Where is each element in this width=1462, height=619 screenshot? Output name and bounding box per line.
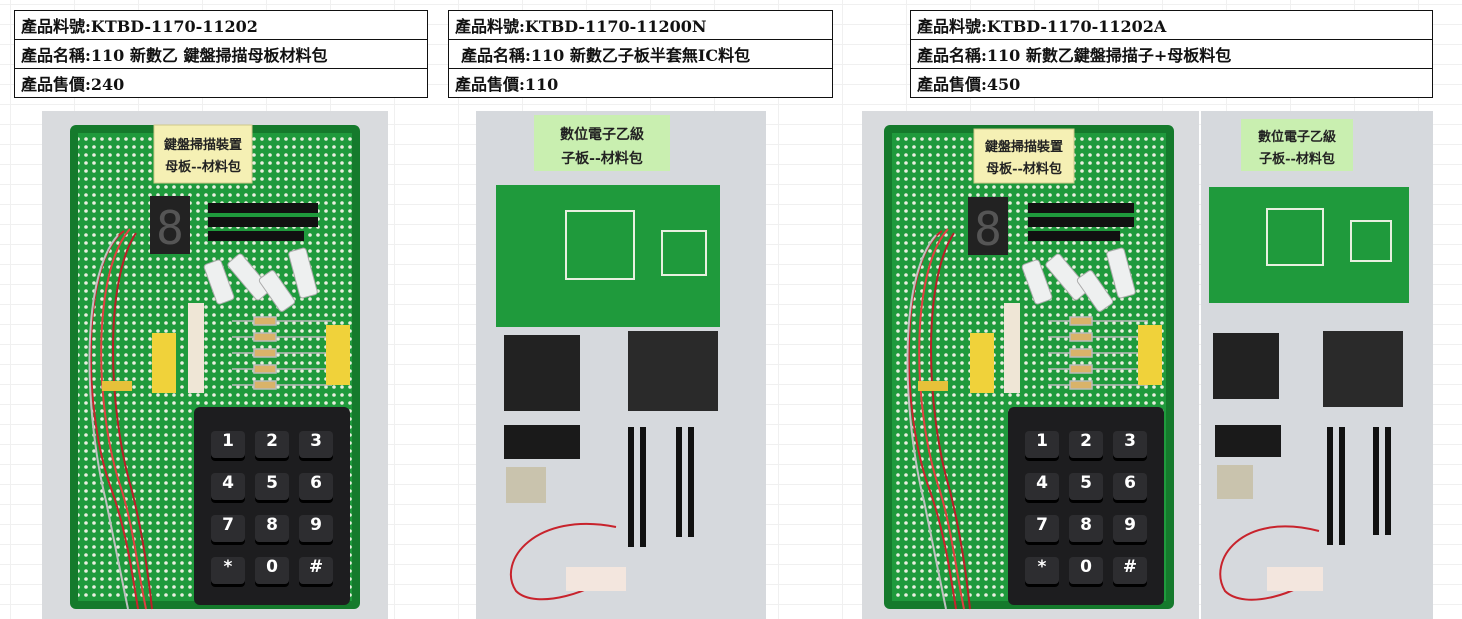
product-1-keypad-key: 8 [255,515,289,545]
product-1-keypad-key: 2 [255,431,289,461]
board-tag-line1: 鍵盤掃描裝置 [164,137,242,153]
product-3-code: 產品料號:KTBD-1170-11202A [910,10,1433,40]
resistors [232,316,332,390]
board-tag-line2: 母板--材料包 [165,159,241,175]
product-1-keypad-key: 5 [255,473,289,503]
sub-tag-line1: 數位電子乙級 [560,126,644,143]
board-tag-3-line1: 鍵盤掃描裝置 [985,139,1063,155]
product-1-keypad-key: * [211,557,245,587]
product-3-keypad-key: 2 [1069,431,1103,461]
pin-headers [628,427,694,547]
sub-tag-3-line2: 子板--材料包 [1259,151,1335,167]
product-2-price: 產品售價:110 [448,68,833,98]
product-1-keypad-key: # [299,557,333,587]
product-1-name: 產品名稱:110 新數乙 鍵盤掃描母板材料包 [14,39,428,69]
sub-tag-3 [1241,119,1353,171]
product-1-keypad-key: 4 [211,473,245,503]
ribbon-connector [504,425,580,459]
svg-text:8: 8 [974,202,1002,256]
product-3-keypad-key: 1 [1025,431,1059,461]
product-3-keypad-key: 3 [1113,431,1147,461]
sub-tag [534,115,670,171]
board-tag [153,124,253,184]
product-1-keypad-key: 3 [299,431,333,461]
sub-tag-line2: 子板--材料包 [561,150,643,167]
product-1-keypad-key: 6 [299,473,333,503]
product-1-keypad-key: 1 [211,431,245,461]
product-3-keypad-key: 8 [1069,515,1103,545]
board-tag-3 [973,128,1075,184]
product-1-code: 產品料號:KTBD-1170-11202 [14,10,428,40]
product-1-keypad-key: 0 [255,557,289,587]
svg-text:8: 8 [156,201,184,255]
pin-header [208,203,318,213]
oscillator [506,467,546,503]
product-3-keypad-key: # [1113,557,1147,587]
product-3-name: 產品名稱:110 新數乙鍵盤掃描子+母板料包 [910,39,1433,69]
sub-tag-3-line1: 數位電子乙級 [1258,129,1336,145]
product-1-price: 產品售價:240 [14,68,428,98]
product-3-keypad-key: 5 [1069,473,1103,503]
plcc-socket [504,335,580,411]
product-3-keypad-key: 7 [1025,515,1059,545]
product-2-code: 產品料號:KTBD-1170-11200N [448,10,833,40]
product-3-keypad-key: 9 [1113,515,1147,545]
product-3-info-table: 產品料號:KTBD-1170-11202A 產品名稱:110 新數乙鍵盤掃描子+… [910,10,1433,98]
product-3-keypad-key: * [1025,557,1059,587]
product-3-keypad-key: 6 [1113,473,1147,503]
product-1-photo: 鍵盤掃描裝置 母板--材料包 8 [42,111,388,619]
product-3-keypad-key: 0 [1069,557,1103,587]
product-2-info-table: 產品料號:KTBD-1170-11200N 產品名稱:110 新數乙子板半套無I… [448,10,833,98]
wire-bundle [88,228,153,610]
product-1-keypad-key: 7 [211,515,245,545]
product-3-photo-mother: 鍵盤掃描裝置 母板--材料包 8 [862,111,1199,619]
lcd-display [628,331,718,411]
yellow-buttons [152,325,350,393]
board-tag-3-line2: 母板--材料包 [986,161,1062,177]
product-1-keypad-key: 9 [299,515,333,545]
daughter-pcb [496,185,720,327]
product-1-info-table: 產品料號:KTBD-1170-11202 產品名稱:110 新數乙 鍵盤掃描母板… [14,10,428,98]
product-2-name: 產品名稱:110 新數乙子板半套無IC料包 [448,39,833,69]
product-3-keypad-key: 4 [1025,473,1059,503]
product-2-photo: 數位電子乙級 子板--材料包 [476,111,766,619]
product-3-price: 產品售價:450 [910,68,1433,98]
nylon-spacers [203,247,318,312]
product-3-photo-daughter: 數位電子乙級 子板--材料包 [1201,111,1433,619]
seven-segment-display [150,196,190,254]
